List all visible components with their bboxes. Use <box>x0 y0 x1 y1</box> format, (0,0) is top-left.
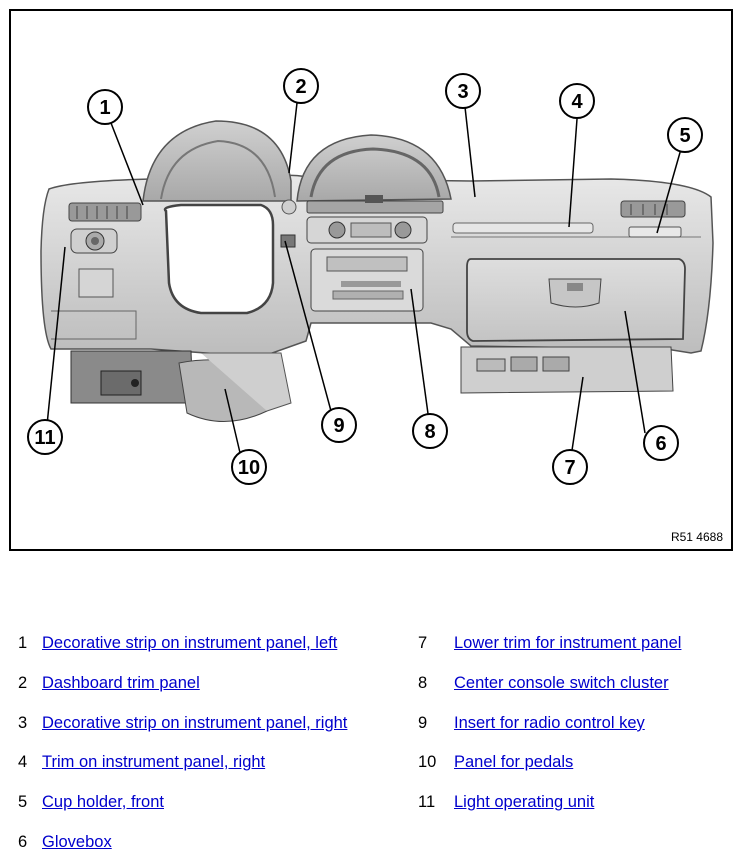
legend-number: 2 <box>18 674 28 692</box>
cup-holder <box>628 226 682 238</box>
svg-text:3: 3 <box>457 81 468 103</box>
legend-item-7: 7 Lower trim for instrument panel <box>418 634 681 653</box>
svg-text:6: 6 <box>655 433 666 455</box>
lower-trim <box>460 346 674 394</box>
callout-3: 3 <box>445 73 481 109</box>
legend-link[interactable]: Decorative strip on instrument panel, ri… <box>42 714 348 732</box>
instrument-hood <box>142 120 292 202</box>
legend-number: 1 <box>18 634 28 652</box>
legend-number: 7 <box>418 634 428 652</box>
center-console-switch-cluster <box>310 248 424 312</box>
glovebox <box>466 258 686 342</box>
legend-item-4: 4 Trim on instrument panel, right <box>18 753 265 772</box>
legend-item-3: 3 Decorative strip on instrument panel, r… <box>18 714 347 733</box>
callout-1: 1 <box>87 89 123 125</box>
callout-8: 8 <box>412 413 448 449</box>
svg-text:7: 7 <box>564 457 575 479</box>
legend-number: 8 <box>418 674 428 692</box>
legend-item-10: 10 Panel for pedals <box>418 753 573 772</box>
legend-number: 5 <box>18 793 28 811</box>
legend-number: 6 <box>18 833 28 851</box>
center-air-vents <box>306 195 444 214</box>
svg-text:9: 9 <box>333 415 344 437</box>
svg-text:2: 2 <box>295 76 306 98</box>
svg-text:11: 11 <box>34 427 55 449</box>
callout-2: 2 <box>283 68 319 104</box>
svg-text:5: 5 <box>679 125 690 147</box>
legend-item-2: 2 Dashboard trim panel <box>18 674 200 693</box>
svg-text:4: 4 <box>571 91 583 113</box>
steering-opening <box>163 203 275 315</box>
leader-lines <box>46 102 682 458</box>
dashboard-diagram: 1 2 3 4 5 6 7 8 9 10 11 R51 4688 <box>9 9 733 551</box>
callout-6: 6 <box>643 425 679 461</box>
svg-text:10: 10 <box>238 457 260 479</box>
legend-link[interactable]: Dashboard trim panel <box>42 674 200 692</box>
legend-link[interactable]: Panel for pedals <box>454 753 574 771</box>
pedal-panel <box>178 352 292 422</box>
climate-controls <box>306 216 428 244</box>
legend-number: 3 <box>18 714 28 732</box>
left-air-vent <box>68 202 142 222</box>
left-access-panel <box>78 268 114 298</box>
legend-number: 11 <box>418 793 436 811</box>
svg-text:8: 8 <box>424 421 435 443</box>
legend-link[interactable]: Decorative strip on instrument panel, le… <box>42 634 338 652</box>
legend-link[interactable]: Lower trim for instrument panel <box>454 634 682 652</box>
legend-link[interactable]: Light operating unit <box>454 793 595 811</box>
hazard-button <box>281 199 297 215</box>
legend-number: 9 <box>418 714 428 732</box>
legend-link[interactable]: Trim on instrument panel, right <box>42 753 266 771</box>
center-display-hood <box>296 134 452 202</box>
light-switch <box>70 228 118 254</box>
callout-10: 10 <box>231 449 267 485</box>
legend-item-6: 6 Glovebox <box>18 833 112 852</box>
legend-item-9: 9 Insert for radio control key <box>418 714 645 733</box>
legend-item-5: 5 Cup holder, front <box>18 793 164 812</box>
legend-item-11: 11 Light operating unit <box>418 793 594 812</box>
dashboard-illustration: 1 2 3 4 5 6 7 8 9 10 11 R51 4688 <box>27 68 723 544</box>
right-air-vent <box>620 200 686 238</box>
callout-9: 9 <box>321 407 357 443</box>
right-decorative-strip <box>452 222 594 234</box>
legend-number: 4 <box>18 753 28 771</box>
legend-link[interactable]: Insert for radio control key <box>454 714 645 732</box>
reference-code: R51 4688 <box>671 530 723 544</box>
legend-item-8: 8 Center console switch cluster <box>418 674 669 693</box>
legend-item-1: 1 Decorative strip on instrument panel, l… <box>18 634 337 653</box>
callout-11: 11 <box>27 419 63 455</box>
legend-link[interactable]: Glovebox <box>42 833 112 851</box>
callout-5: 5 <box>667 117 703 153</box>
lower-left-structure <box>70 350 194 404</box>
legend-link[interactable]: Center console switch cluster <box>454 674 669 692</box>
callout-7: 7 <box>552 449 588 485</box>
svg-text:1: 1 <box>99 97 110 119</box>
radio-control-insert <box>280 234 296 248</box>
legend-link[interactable]: Cup holder, front <box>42 793 164 811</box>
legend-number: 10 <box>418 753 437 771</box>
callout-4: 4 <box>559 83 595 119</box>
